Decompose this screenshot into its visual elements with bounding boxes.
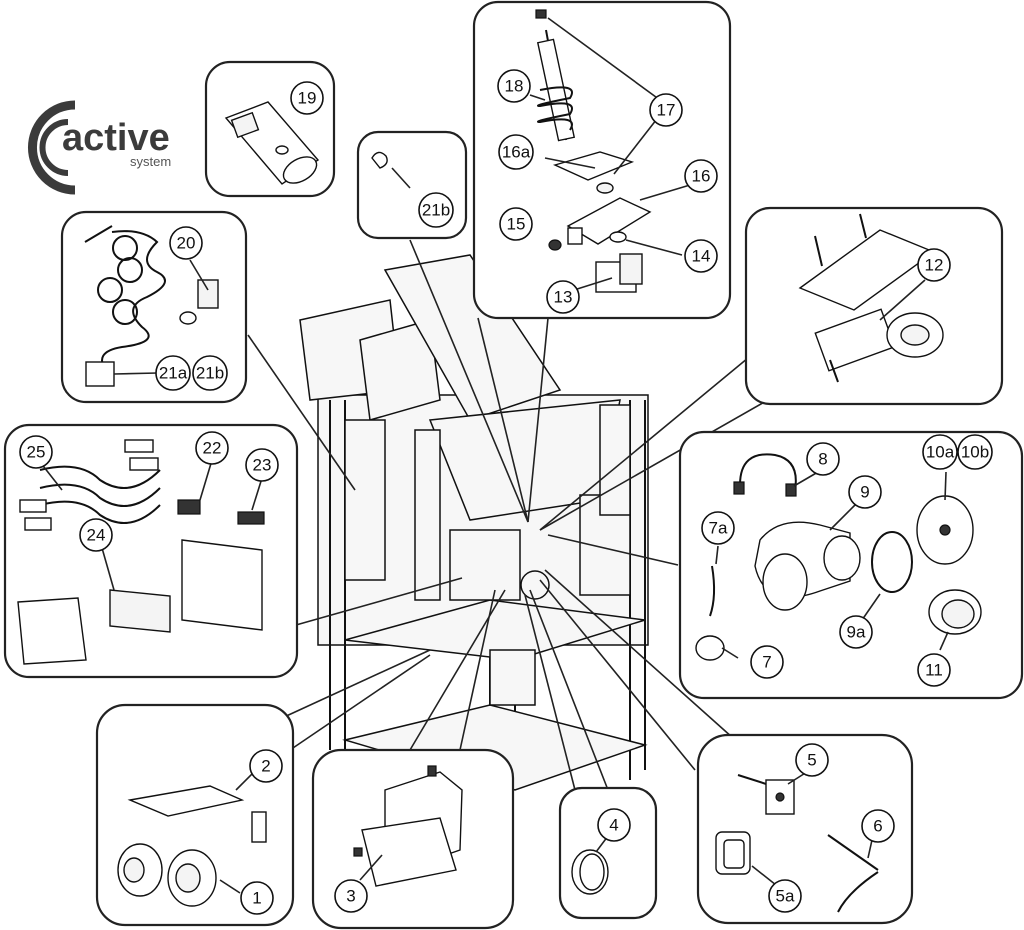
callout-15: 15 [499, 207, 533, 241]
callout-7: 7 [750, 645, 784, 679]
svg-text:17: 17 [657, 101, 676, 120]
callout-2: 2 [249, 749, 283, 783]
callout-7a: 7a [701, 511, 735, 545]
callout-1: 1 [240, 881, 274, 915]
svg-text:9a: 9a [847, 623, 866, 642]
svg-text:1: 1 [252, 889, 261, 908]
leader-lines [247, 239, 769, 791]
svg-text:10a: 10a [926, 443, 955, 462]
svg-text:19: 19 [298, 89, 317, 108]
svg-text:18: 18 [505, 77, 524, 96]
callout-14: 14 [684, 239, 718, 273]
callout-25: 25 [19, 435, 53, 469]
callout-3: 3 [334, 879, 368, 913]
callout-16a: 16a [498, 134, 534, 170]
svg-text:20: 20 [177, 234, 196, 253]
svg-text:14: 14 [692, 247, 711, 266]
callout-21b: 21b [192, 355, 228, 391]
panel-4 [558, 786, 658, 920]
callout-17: 17 [649, 93, 683, 127]
panel-electronics [3, 423, 299, 679]
svg-text:8: 8 [818, 450, 827, 469]
panel-12 [744, 206, 1004, 406]
svg-text:23: 23 [253, 456, 272, 475]
svg-text:11: 11 [925, 661, 943, 680]
panel-fan [678, 430, 1024, 700]
callout-21a: 21a [155, 355, 191, 391]
logo-word: active [62, 117, 170, 159]
svg-text:21b: 21b [196, 364, 224, 383]
svg-text:16a: 16a [502, 143, 531, 162]
svg-text:3: 3 [346, 887, 355, 906]
callout-4: 4 [597, 808, 631, 842]
svg-text:5: 5 [807, 751, 816, 770]
svg-text:6: 6 [873, 817, 882, 836]
callout-20: 20 [169, 226, 203, 260]
callout-5a: 5a [768, 879, 802, 913]
callout-11: 11 [917, 653, 951, 687]
svg-text:21a: 21a [159, 364, 188, 383]
callout-9a: 9a [839, 615, 873, 649]
svg-text:13: 13 [554, 288, 573, 307]
panel-5-6 [696, 733, 914, 925]
callout-12: 12 [917, 248, 951, 282]
svg-text:22: 22 [203, 439, 222, 458]
callout-8: 8 [806, 442, 840, 476]
svg-text:10b: 10b [961, 443, 989, 462]
callout-22: 22 [195, 431, 229, 465]
callout-5: 5 [795, 743, 829, 777]
svg-text:5a: 5a [776, 887, 795, 906]
callout-10b: 10b [957, 434, 993, 470]
callout-6: 6 [861, 809, 895, 843]
panel-1-2 [95, 703, 295, 927]
logo-sub: system [130, 154, 171, 169]
callout-19: 19 [290, 81, 324, 115]
svg-text:9: 9 [860, 483, 869, 502]
svg-text:7: 7 [762, 653, 771, 672]
svg-text:16: 16 [692, 167, 711, 186]
svg-text:7a: 7a [709, 519, 728, 538]
svg-text:25: 25 [27, 443, 46, 462]
callout-21b-top: 21b [418, 192, 454, 228]
panel-21b-top [356, 130, 468, 240]
callout-13: 13 [546, 280, 580, 314]
svg-text:24: 24 [87, 526, 106, 545]
svg-text:2: 2 [261, 757, 270, 776]
svg-text:21b: 21b [422, 201, 450, 220]
callout-10a: 10a [922, 434, 958, 470]
panel-20-21 [60, 210, 248, 404]
svg-text:15: 15 [507, 215, 526, 234]
panel-3 [311, 748, 515, 930]
svg-text:4: 4 [609, 816, 618, 835]
callout-18: 18 [497, 69, 531, 103]
panel-auger [472, 0, 732, 320]
callout-9: 9 [848, 475, 882, 509]
panel-remote [204, 60, 336, 198]
callout-16: 16 [684, 159, 718, 193]
stove-frame [299, 254, 649, 791]
callout-24: 24 [79, 518, 113, 552]
svg-text:12: 12 [925, 256, 944, 275]
callout-23: 23 [245, 448, 279, 482]
active-system-logo: active system [28, 100, 171, 195]
